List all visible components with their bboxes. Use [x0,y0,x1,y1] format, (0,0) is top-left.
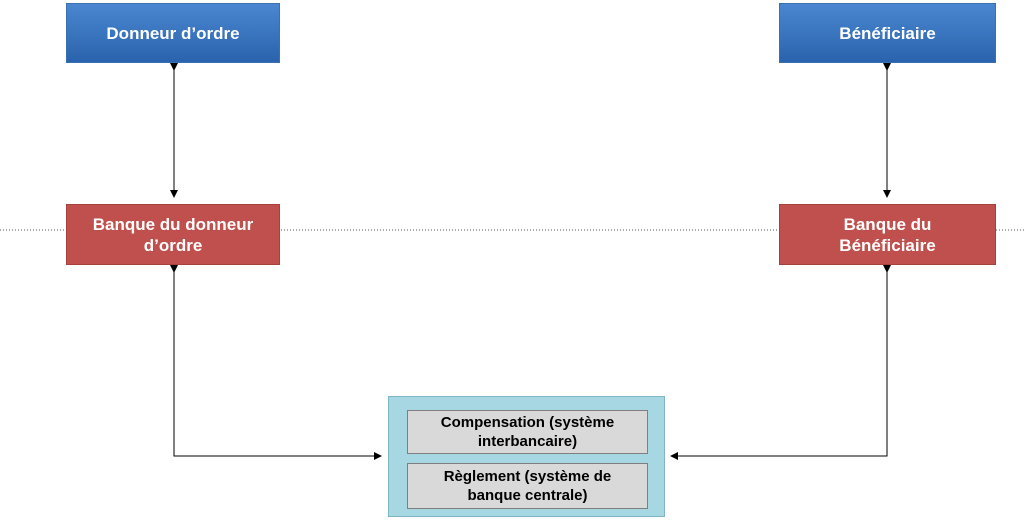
node-beneficiary: Bénéficiaire [779,3,996,63]
node-ordering-bank: Banque du donneur d’ordre [66,204,280,265]
node-beneficiary-bank: Banque du Bénéficiaire [779,204,996,265]
settlement-label: Règlement (système de banque centrale) [443,468,612,504]
node-beneficiary-bank-label: Banque du Bénéficiaire [839,214,936,255]
settlement-system-box: Compensation (système interbancaire) Règ… [388,396,665,517]
node-beneficiary-label: Bénéficiaire [839,23,936,43]
node-ordering-party: Donneur d’ordre [66,3,280,63]
clearing-label: Compensation (système interbancaire) [440,414,615,450]
node-ordering-party-label: Donneur d’ordre [106,23,240,43]
arrow-beneficiary-bank-system [670,265,891,460]
arrow-ordering-bank-system [170,265,382,460]
settlement-box: Règlement (système de banque centrale) [407,463,648,509]
clearing-box: Compensation (système interbancaire) [407,410,648,454]
node-ordering-bank-label: Banque du donneur d’ordre [92,214,254,255]
